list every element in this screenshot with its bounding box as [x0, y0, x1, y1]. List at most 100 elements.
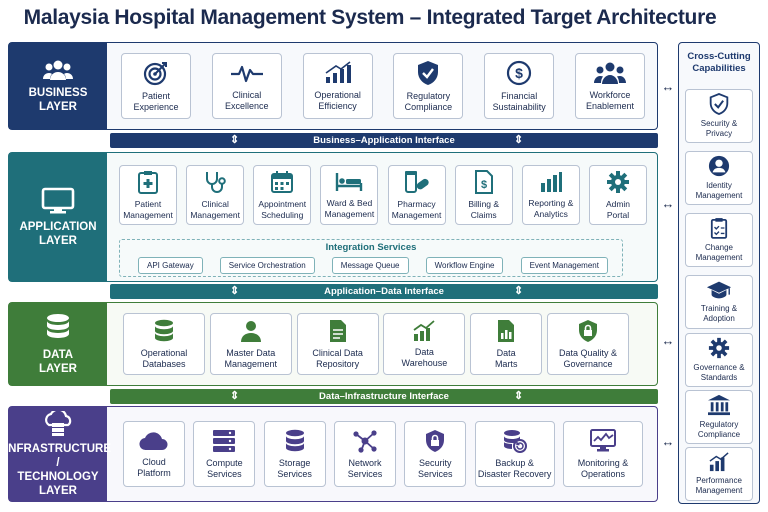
card-backup-disaster-recovery[interactable]: Backup & Disaster Recovery	[474, 421, 555, 487]
database-icon	[155, 319, 173, 341]
cross-label-1: Change	[704, 243, 734, 252]
card-cloud-platform[interactable]: Cloud Platform	[123, 421, 185, 487]
card-label-2: Sustainability	[492, 101, 546, 112]
business-label-line1: BUSINESS	[28, 86, 88, 99]
card-data-quality-governance[interactable]: Data Quality & Governance	[546, 313, 629, 375]
cross-label-1: Training &	[700, 304, 738, 313]
data-label-line2: LAYER	[39, 362, 77, 375]
card-label-2: Efficiency	[318, 100, 357, 111]
infrastructure-layer-label: INFRASTRUCTURE / TECHNOLOGY LAYER	[5, 407, 111, 501]
card-data-marts[interactable]: Data Marts	[470, 313, 543, 375]
cross-regulatory-compliance[interactable]: Regulatory Compliance	[685, 390, 753, 444]
cross-label-2: Privacy	[705, 129, 733, 138]
card-label-1: Backup &	[495, 457, 534, 468]
business-label-line2: LAYER	[39, 100, 77, 113]
card-reporting-analytics[interactable]: Reporting & Analytics	[521, 165, 580, 225]
card-admin-portal[interactable]: Admin Portal	[588, 165, 647, 225]
card-clinical-data-repository[interactable]: Clinical Data Repository	[296, 313, 379, 375]
card-master-data-management[interactable]: Master Data Management	[209, 313, 292, 375]
card-label-1: Workforce	[589, 89, 631, 100]
cross-label-1: Regulatory	[699, 420, 739, 429]
card-security-services[interactable]: Security Services	[404, 421, 467, 487]
cross-label-1: Identity	[706, 181, 732, 190]
dollar-icon: $	[507, 60, 532, 85]
application-label-line2: LAYER	[39, 234, 77, 247]
pill-icon	[404, 171, 429, 193]
int-api-gateway[interactable]: API Gateway	[138, 257, 203, 274]
int-message-queue[interactable]: Message Queue	[331, 257, 409, 274]
card-label-2: Portal	[606, 209, 630, 220]
infrastructure-layer: INFRASTRUCTURE / TECHNOLOGY LAYER Cloud …	[5, 406, 658, 502]
card-billing-claims[interactable]: $ Billing & Claims	[454, 165, 513, 225]
cross-governance-standards[interactable]: Governance & Standards	[685, 333, 753, 387]
int-event-management[interactable]: Event Management	[520, 257, 608, 274]
card-clinical-management[interactable]: Clinical Management	[186, 165, 245, 225]
backup-icon	[503, 429, 527, 453]
card-label-1: Operational	[314, 89, 361, 100]
card-label-1: Operational	[140, 347, 188, 358]
calendar-icon	[271, 171, 294, 193]
cross-security-privacy[interactable]: Security & Privacy	[685, 89, 753, 143]
card-label-1: Security	[419, 457, 452, 468]
card-label-2: Repository	[316, 358, 360, 369]
bidirectional-arrow-icon: ↔	[661, 333, 675, 348]
network-icon	[353, 429, 377, 453]
application-layer-label: APPLICATION LAYER	[9, 153, 107, 281]
user-circle-icon	[708, 155, 730, 177]
data-label-line1: DATA	[42, 348, 74, 361]
monitor-icon	[41, 187, 75, 213]
card-label-1: Compute	[206, 457, 243, 468]
application-data-interface: ⇕ Application–Data Interface ⇕	[110, 284, 658, 299]
card-regulatory-compliance[interactable]: Regulatory Compliance	[393, 53, 464, 119]
card-label-1: Data Quality &	[558, 347, 617, 358]
card-label-1: Ward & Bed	[326, 198, 373, 208]
trend-chart-icon	[413, 319, 435, 341]
cross-label-1: Performance	[696, 476, 742, 485]
card-patient-experience[interactable]: Patient Experience	[121, 53, 191, 119]
int-workflow-engine[interactable]: Workflow Engine	[425, 257, 504, 274]
card-label-1: Regulatory	[406, 90, 451, 101]
card-network-services[interactable]: Network Services	[333, 421, 396, 487]
cross-change-management[interactable]: Change Management	[685, 213, 753, 267]
institution-icon	[708, 394, 730, 416]
card-label-2: Platform	[137, 467, 171, 478]
card-operational-databases[interactable]: Operational Databases	[123, 313, 205, 375]
card-label-2: Management	[123, 209, 173, 220]
card-label-1: Master Data	[226, 347, 276, 358]
cloud-server-icon	[45, 410, 72, 436]
card-label-1: Storage	[278, 457, 311, 468]
card-workforce-enablement[interactable]: Workforce Enablement	[574, 53, 645, 119]
card-patient-management[interactable]: Patient Management	[119, 165, 177, 225]
svg-text:$: $	[515, 65, 523, 81]
card-label-2: Management	[190, 209, 240, 220]
shield-check-icon	[709, 93, 729, 115]
card-compute-services[interactable]: Compute Services	[193, 421, 256, 487]
card-operational-efficiency[interactable]: Operational Efficiency	[302, 53, 373, 119]
cross-training-adoption[interactable]: Training & Adoption	[685, 275, 753, 329]
cross-performance-management[interactable]: Performance Management	[685, 447, 753, 501]
team-icon	[593, 62, 626, 84]
card-data-warehouse[interactable]: Data Warehouse	[383, 313, 466, 375]
card-clinical-excellence[interactable]: Clinical Excellence	[211, 53, 282, 119]
updown-arrow-icon: ⇕	[230, 134, 240, 146]
card-label-1: Cloud	[142, 456, 166, 467]
business-layer-label: BUSINESS LAYER	[9, 43, 107, 129]
card-appointment-scheduling[interactable]: Appointment Scheduling	[253, 165, 312, 225]
card-label-1: Billing &	[468, 199, 500, 209]
card-monitoring-operations[interactable]: Monitoring & Operations	[562, 421, 643, 487]
interface-label: Application–Data Interface	[324, 286, 444, 297]
card-label-2: Compliance	[404, 101, 453, 112]
card-storage-services[interactable]: Storage Services	[263, 421, 326, 487]
cross-label-1: Security &	[700, 119, 738, 128]
card-financial-sustainability[interactable]: $ Financial Sustainability	[484, 53, 555, 119]
card-ward-bed-management[interactable]: Ward & Bed Management	[320, 165, 379, 225]
int-service-orchestration[interactable]: Service Orchestration	[219, 257, 315, 274]
cross-identity-management[interactable]: Identity Management	[685, 151, 753, 205]
cross-cutting-panel: Cross-Cutting Capabilities Security & Pr…	[678, 42, 760, 504]
cross-label-1: Governance &	[693, 363, 745, 372]
heartbeat-icon	[230, 65, 263, 82]
person-icon	[240, 320, 261, 342]
card-pharmacy-management[interactable]: Pharmacy Management	[387, 165, 446, 225]
bar-chart-icon	[540, 172, 562, 192]
data-layer: DATA LAYER Operational Databases Master …	[8, 302, 658, 386]
